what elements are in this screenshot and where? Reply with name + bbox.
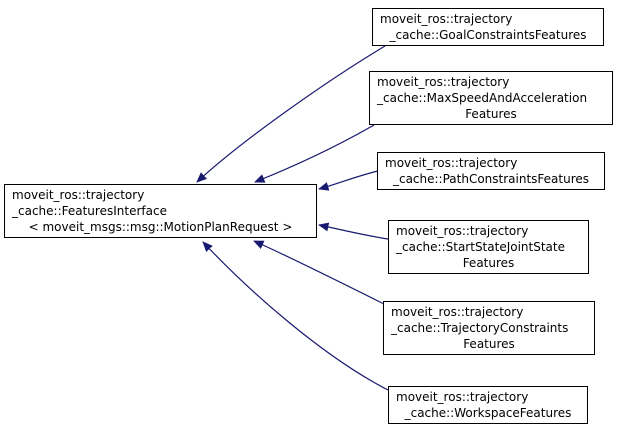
node-label-line: _cache::FeaturesInterface xyxy=(12,204,167,218)
node-start-state-joint-state-features[interactable]: moveit_ros::trajectory _cache::StartStat… xyxy=(388,220,589,274)
node-max-speed-and-acceleration-features[interactable]: moveit_ros::trajectory _cache::MaxSpeedA… xyxy=(369,71,613,125)
node-label-line: moveit_ros::trajectory xyxy=(391,305,524,319)
node-features-interface[interactable]: moveit_ros::trajectory _cache::FeaturesI… xyxy=(4,184,317,238)
node-label-line: _cache::PathConstraintsFeatures xyxy=(392,172,590,186)
node-label-line: Features xyxy=(462,256,515,270)
node-label-line: _cache::TrajectoryConstraints xyxy=(391,321,569,335)
node-label-line: Features xyxy=(465,107,517,121)
node-label-line: moveit_ros::trajectory xyxy=(12,188,145,202)
node-label-line: moveit_ros::trajectory xyxy=(377,75,510,89)
node-path-constraints-features[interactable]: moveit_ros::trajectory _cache::PathConst… xyxy=(377,152,605,190)
node-label-line: _cache::WorkspaceFeatures xyxy=(404,406,572,420)
node-workspace-features[interactable]: moveit_ros::trajectory _cache::Workspace… xyxy=(388,386,588,424)
node-label-line: moveit_ros::trajectory xyxy=(396,390,529,404)
node-label-line: moveit_ros::trajectory xyxy=(385,156,518,170)
node-label-line: _cache::GoalConstraintsFeatures xyxy=(389,28,587,42)
node-label-line: < moveit_msgs::msg::MotionPlanRequest > xyxy=(28,220,293,234)
node-label-line: _cache::StartStateJointState xyxy=(396,240,565,254)
node-goal-constraints-features[interactable]: moveit_ros::trajectory _cache::GoalConst… xyxy=(372,8,604,46)
arrow-startstate-to-base xyxy=(318,222,389,240)
arrow-trajectoryconstraints-to-base xyxy=(253,240,385,305)
arrow-pathconstraints-to-base xyxy=(318,170,379,191)
node-label-line: _cache::MaxSpeedAndAcceleration xyxy=(377,91,588,105)
node-label-line: moveit_ros::trajectory xyxy=(380,12,513,26)
arrow-workspace-to-base xyxy=(202,241,389,391)
arrow-maxspeed-to-base xyxy=(254,124,375,183)
node-label-line: moveit_ros::trajectory xyxy=(396,224,529,238)
arrow-goalconstraints-to-base xyxy=(196,45,386,183)
node-trajectory-constraints-features[interactable]: moveit_ros::trajectory _cache::Trajector… xyxy=(383,301,595,355)
node-label-line: Features xyxy=(463,337,515,351)
